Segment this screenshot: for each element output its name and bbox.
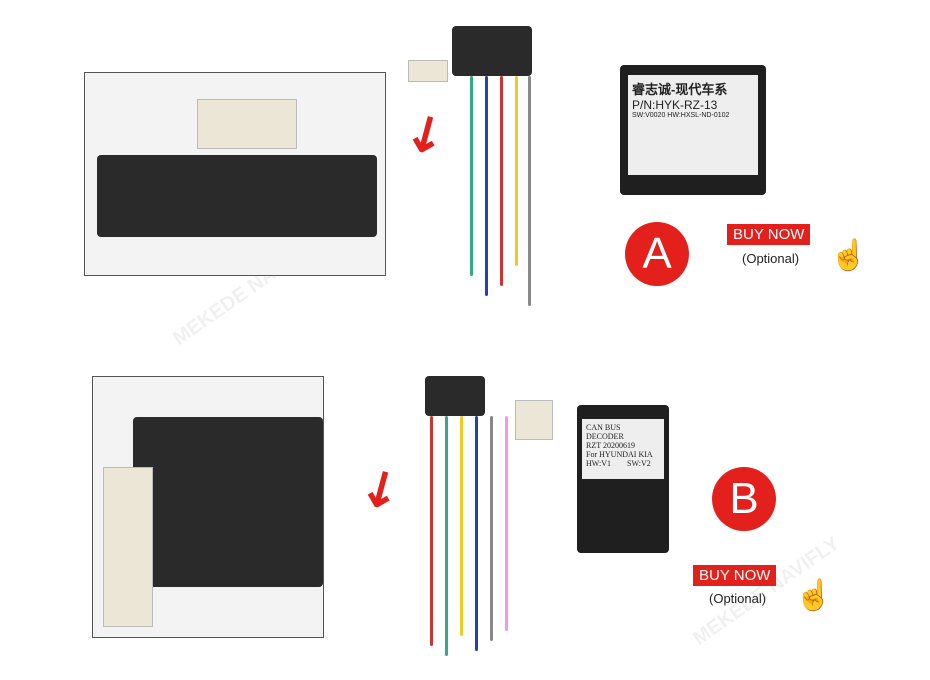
option-b-badge: B (712, 467, 776, 531)
optional-label-b: (Optional) (709, 591, 767, 606)
decoder-title: CAN BUS DECODER (586, 423, 624, 441)
hand-pointer-icon: ☝ (795, 579, 833, 612)
harness-b (410, 370, 553, 660)
decoder-line: For HYUNDAI KIA (586, 450, 653, 459)
harness-a (408, 20, 570, 310)
decoder-box-b: CAN BUS DECODER RZT 20200619 For HYUNDAI… (577, 405, 669, 553)
connector-closeup-b (92, 376, 324, 638)
optional-label-a: (Optional) (742, 251, 800, 266)
arrow-icon: ↙ (349, 455, 412, 522)
buy-now-button-a[interactable]: BUY NOW (727, 224, 811, 245)
connector-closeup-a (84, 72, 386, 276)
decoder-title: 睿志诚-现代车系 (632, 82, 728, 97)
decoder-line: HW:V1 SW:V2 (586, 459, 651, 468)
option-a-badge: A (625, 222, 689, 286)
decoder-sw: SW:V0020 HW:HXSL-ND-0102 (632, 112, 730, 119)
hand-pointer-icon: ☝ (830, 239, 868, 272)
decoder-pn: P/N:HYK-RZ-13 (632, 98, 718, 112)
decoder-line: RZT 20200619 (586, 441, 635, 450)
buy-now-button-b[interactable]: BUY NOW (693, 565, 777, 586)
decoder-box-a: 睿志诚-现代车系 P/N:HYK-RZ-13 SW:V0020 HW:HXSL-… (620, 65, 766, 195)
